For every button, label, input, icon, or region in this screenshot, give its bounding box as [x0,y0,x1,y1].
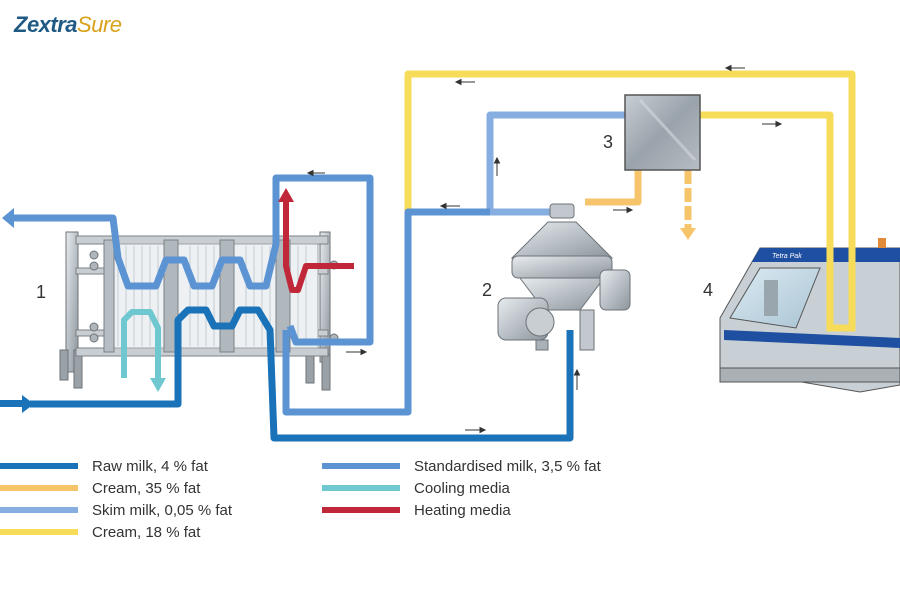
legend-item: Heating media [322,499,601,521]
flow-arrow-right-icon [626,206,634,214]
arrow-right-icon [22,395,34,413]
arrow-left-icon [2,208,14,228]
separator [497,203,631,351]
arrow-down-icon [680,228,696,240]
filling-machine: Tetra Pak [719,238,900,393]
legend-item: Skim milk, 0,05 % fat [0,499,232,521]
flow-arrow-left-icon [439,202,447,210]
flow-arrow-left-icon [306,169,314,177]
legend-item: Raw milk, 4 % fat [0,455,232,477]
pipe-arrowheads [0,188,696,413]
flow-arrow-up-icon [573,368,581,376]
pipe-standardised-regen [6,174,374,346]
legend-swatch [322,485,400,491]
legend-label: Cooling media [414,479,510,497]
brand-logo: ZextraSure [14,12,122,38]
arrow-up-icon [278,188,294,202]
legend-swatch [0,463,78,469]
legend-label: Skim milk, 0,05 % fat [92,501,233,519]
legend-swatch [322,463,400,469]
legend-item: Cream, 35 % fat [0,477,232,499]
legend-item: Cooling media [322,477,601,499]
pipe-cream18-return [404,70,856,328]
legend-label: Cream, 18 % fat [92,523,201,541]
legend-item: Cream, 18 % fat [0,521,232,543]
legend-swatch [0,507,78,513]
pipes [6,70,856,442]
legend-label: Cream, 35 % fat [92,479,201,497]
pipe-cooling-media [121,309,161,380]
hx-left-post [65,231,79,373]
flow-arrow-right-icon [775,120,783,128]
label-standardisation-unit: 3 [603,132,613,152]
label-heat-exchanger: 1 [36,282,46,302]
legend-swatch [322,507,400,513]
legend-swatch [0,529,78,535]
pipe-standardised-out [282,208,490,416]
pipe-cream18-into-machine [826,240,856,332]
pipe-raw-milk [30,306,574,442]
flow-arrow-left-icon [724,64,732,72]
label-filling-machine: 4 [703,280,713,300]
pipe-cream35 [585,170,642,206]
pipe-skim-milk [486,111,625,216]
arrow-down-icon [150,378,166,392]
legend-item: Standardised milk, 3,5 % fat [322,455,601,477]
flow-arrow-right-icon [479,426,487,434]
legend-label: Heating media [414,501,511,519]
flow-arrow-up-icon [493,156,501,164]
brand-logo-part1: Zextra [14,12,78,37]
flow-arrow-right-icon [360,348,368,356]
legend-swatch [0,485,78,491]
flow-arrow-left-icon [454,78,462,86]
brand-logo-part2: Sure [77,12,122,37]
label-separator: 2 [482,280,492,300]
legend-left: Raw milk, 4 % fat Cream, 35 % fat Skim m… [0,455,232,543]
legend-label: Raw milk, 4 % fat [92,457,208,475]
machine-brand-label: Tetra Pak [772,253,802,260]
legend-right: Standardised milk, 3,5 % fat Cooling med… [322,455,601,521]
standardisation-unit [624,94,701,171]
pipe-heating-media [283,200,354,293]
legend-label: Standardised milk, 3,5 % fat [414,457,601,475]
flow-arrows [306,64,783,434]
